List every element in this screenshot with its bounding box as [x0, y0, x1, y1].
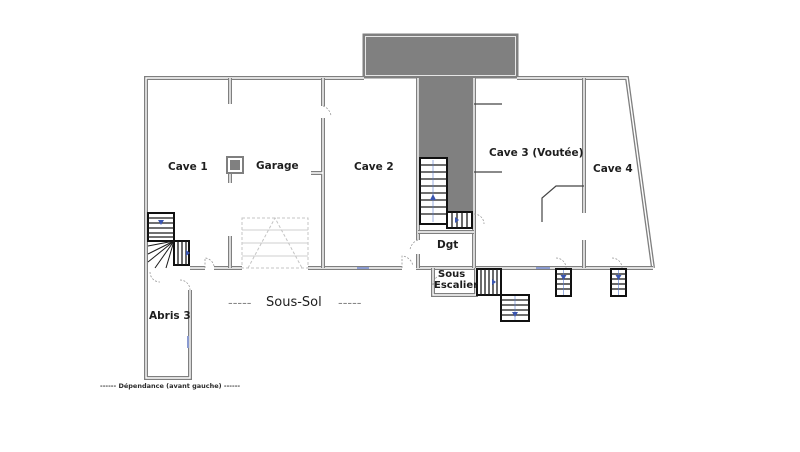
dependance-caption: ------ Dépendance (avant gauche) ------ — [100, 382, 241, 390]
room-label-escalier: Escalier — [434, 280, 479, 291]
room-label-cave-3: Cave 3 (Voutée) — [489, 147, 584, 159]
stairs-exterior — [476, 268, 530, 322]
plan-title: Sous-Sol — [266, 295, 322, 310]
room-label-dgt: Dgt — [437, 239, 459, 251]
stairs-cave3 — [555, 268, 572, 297]
stairs-cave1 — [147, 212, 190, 269]
cave3-partitions — [474, 103, 584, 222]
garage-door — [241, 216, 309, 269]
door-swings — [149, 105, 623, 291]
title-dashes-right: ----- — [338, 296, 362, 311]
top-annex — [362, 33, 519, 79]
stairs-cave4 — [610, 268, 627, 297]
title-dashes-left: ----- — [228, 296, 252, 311]
room-label-garage: Garage — [256, 160, 299, 172]
windows — [187, 267, 550, 348]
room-label-sous: Sous — [438, 269, 466, 280]
outer-walls — [144, 76, 655, 270]
room-label-abris-3: Abris 3 — [149, 310, 191, 322]
column — [226, 156, 244, 174]
stairs-central — [419, 157, 473, 229]
room-label-cave-2: Cave 2 — [354, 161, 394, 173]
room-label-cave-4: Cave 4 — [593, 163, 633, 175]
interior-walls — [144, 78, 586, 380]
room-label-cave-1: Cave 1 — [168, 161, 208, 173]
